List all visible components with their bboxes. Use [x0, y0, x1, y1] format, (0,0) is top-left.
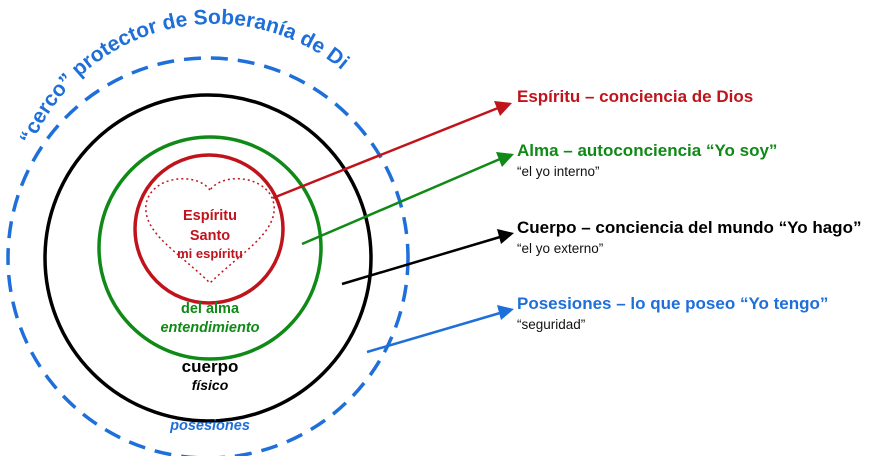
soul-arrow: [301, 152, 514, 246]
spirit-line2: Santo: [189, 228, 231, 244]
spirit-label: Espíritu – conciencia de Dios: [517, 87, 753, 107]
spirit-heading: Espíritu – conciencia de Dios: [517, 87, 754, 106]
body-label: Cuerpo – conciencia del mundo “Yo hago” …: [517, 218, 861, 256]
soul-label: Alma – autoconciencia “Yo soy” “el yo in…: [517, 141, 777, 179]
spirit-circle: [133, 153, 285, 305]
body-heading: Cuerpo – conciencia del mundo “Yo hago”: [517, 218, 862, 237]
body-circle-label: cuerpo físico: [150, 356, 270, 393]
body-line1: cuerpo: [181, 357, 239, 376]
possessions-label: Posesiones – lo que poseo “Yo tengo” “se…: [517, 294, 828, 332]
spirit-arrow: [272, 101, 512, 200]
soul-sub: “el yo interno”: [517, 164, 600, 179]
possessions-circle: [6, 56, 410, 456]
body-circle: [43, 93, 373, 423]
body-arrow: [341, 229, 514, 286]
possessions-arrow: [366, 305, 514, 354]
body-line2: físico: [191, 377, 229, 393]
body-sub: “el yo externo”: [517, 241, 604, 256]
spirit-line1: Espíritu: [183, 208, 237, 224]
soul-heading: Alma – autoconciencia “Yo soy”: [517, 141, 778, 160]
possessions-sub: “seguridad”: [517, 317, 586, 332]
possessions-heading: Posesiones – lo que poseo “Yo tengo”: [517, 294, 829, 313]
spirit-circle-label: Espíritu Santo mi espíritu: [150, 206, 270, 262]
soul-line2: entendimiento: [160, 320, 260, 336]
soul-circle: [97, 135, 323, 361]
soul-circle-label: del alma entendimiento: [140, 300, 280, 338]
soul-line1: del alma: [180, 301, 240, 317]
possessions-circle-label: posesiones: [170, 418, 250, 434]
spirit-line3: mi espíritu: [177, 246, 243, 261]
